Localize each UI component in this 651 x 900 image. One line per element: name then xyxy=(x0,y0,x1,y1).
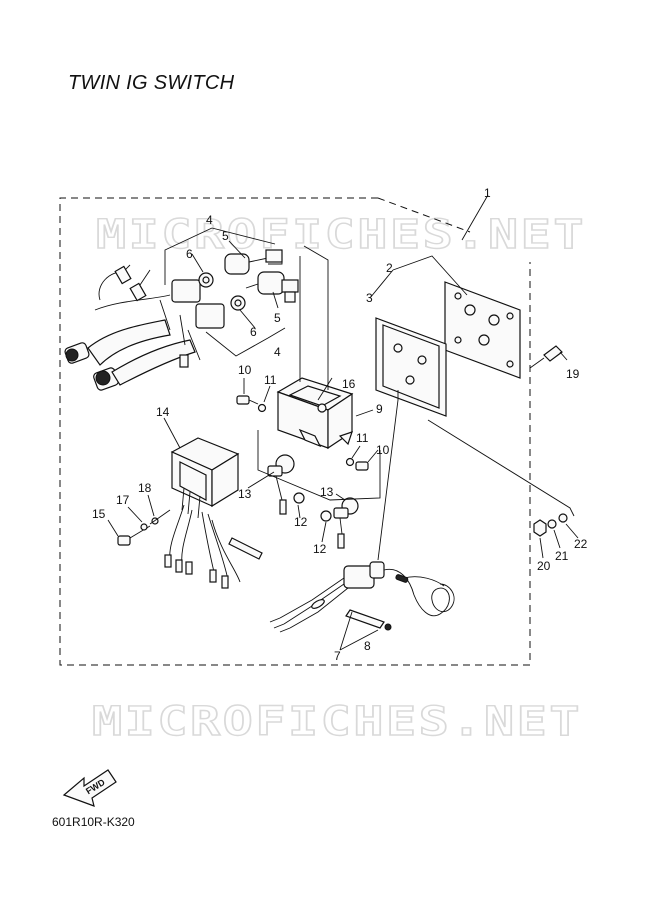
key-switch-upper xyxy=(224,249,283,275)
callout-19: 19 xyxy=(566,367,580,381)
switch-harness-group xyxy=(64,264,225,391)
callout-11: 11 xyxy=(356,431,369,445)
callout-10: 10 xyxy=(376,443,390,457)
watermark-bottom: MICROFICHES.NET xyxy=(92,699,582,745)
switch-13-lower xyxy=(333,497,359,549)
lanyard-8 xyxy=(383,568,455,617)
bracket-16 xyxy=(276,377,354,450)
callout-20: 20 xyxy=(537,559,551,573)
callout-4: 4 xyxy=(206,213,213,227)
diagram-code: 601R10R-K320 xyxy=(52,815,135,829)
washer-17 xyxy=(140,523,148,531)
callout-8: 8 xyxy=(364,639,371,653)
callout-9: 9 xyxy=(376,402,383,416)
callout-7: 7 xyxy=(334,649,341,663)
diagram-title: TWIN IG SWITCH xyxy=(68,72,235,94)
callout-22: 22 xyxy=(574,537,588,551)
callout-1: 1 xyxy=(484,186,491,200)
nut-12-upper xyxy=(293,492,305,504)
callout-11: 11 xyxy=(264,373,277,387)
callout-6: 6 xyxy=(186,247,193,261)
callout-13: 13 xyxy=(320,485,334,499)
washer-21 xyxy=(547,519,557,529)
callout-4: 4 xyxy=(274,345,281,359)
washer-11-lower xyxy=(345,457,355,467)
nut-20 xyxy=(533,519,547,537)
assembly-boundary-diagonal xyxy=(377,197,471,233)
callout-18: 18 xyxy=(138,481,152,495)
callout-2: 2 xyxy=(386,261,393,275)
callout-15: 15 xyxy=(92,507,106,521)
assembly-boundary xyxy=(59,197,531,666)
clip xyxy=(228,537,263,560)
screw-10-lower xyxy=(355,461,369,471)
callout-12: 12 xyxy=(294,515,308,529)
screw-19 xyxy=(529,345,563,369)
washer-11-upper xyxy=(257,403,267,413)
callout-10: 10 xyxy=(238,363,252,377)
washer-22 xyxy=(558,513,568,523)
key-switch-lower xyxy=(245,271,299,303)
callout-16: 16 xyxy=(342,377,356,391)
callout-12: 12 xyxy=(313,542,327,556)
connection-bracket xyxy=(257,430,381,501)
switch-13-upper xyxy=(267,454,295,515)
callout-6: 6 xyxy=(250,325,257,339)
callout-3: 3 xyxy=(366,291,373,305)
callout-17: 17 xyxy=(116,493,130,507)
callout-21: 21 xyxy=(555,549,569,563)
watermark-top: MICROFICHES.NET xyxy=(96,212,586,258)
face-plate xyxy=(444,281,521,379)
callout-14: 14 xyxy=(156,405,170,419)
screw-10-upper xyxy=(236,395,259,405)
callout-13: 13 xyxy=(238,487,252,501)
callout-5: 5 xyxy=(222,229,229,243)
callout-5: 5 xyxy=(274,311,281,325)
fwd-arrow-icon: FWD xyxy=(62,769,117,807)
control-unit-14 xyxy=(170,437,240,519)
nut-12-lower xyxy=(320,510,332,522)
control-unit-wires xyxy=(169,504,241,583)
stop-switch-7 xyxy=(269,561,385,633)
